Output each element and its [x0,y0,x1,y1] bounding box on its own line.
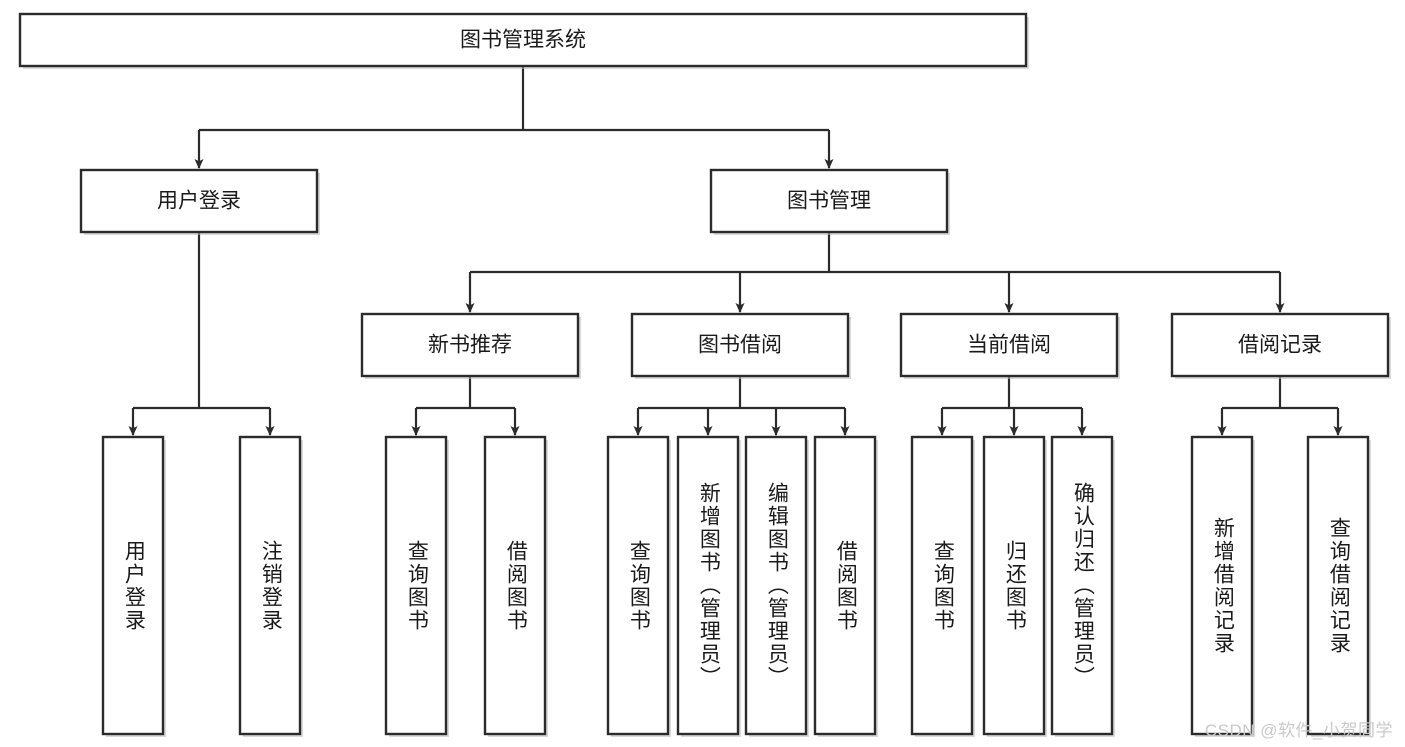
node-box-user-login[interactable] [79,168,319,234]
node-label-new-book-rec: 新书推荐 [428,334,512,357]
node-box-current-borrow[interactable] [899,312,1119,378]
node-label-book-manage: 图书管理 [787,190,871,213]
node-box-leaf-query-book-rec[interactable] [384,435,448,736]
node-label-user-login: 用户登录 [157,190,241,213]
node-box-leaf-return-book[interactable] [982,435,1046,736]
node-box-book-borrow[interactable] [630,312,850,378]
node-box-book-manage[interactable] [709,168,949,234]
box-layer [18,12,1390,736]
node-box-leaf-borrow-book-bor[interactable] [813,435,877,736]
node-box-new-book-rec[interactable] [360,312,580,378]
node-box-leaf-add-record[interactable] [1190,435,1254,736]
node-box-leaf-confirm-return[interactable] [1050,435,1114,736]
watermark-text: CSDN @软件_小贺同学 [1204,721,1393,740]
node-box-root[interactable] [18,12,1028,68]
node-box-leaf-logout[interactable] [238,435,302,736]
node-box-leaf-query-record[interactable] [1306,435,1370,736]
node-label-book-borrow: 图书借阅 [698,334,782,357]
node-box-leaf-query-book-cur[interactable] [910,435,974,736]
node-box-leaf-query-book-bor[interactable] [606,435,670,736]
node-box-leaf-borrow-book-rec[interactable] [483,435,547,736]
node-label-current-borrow: 当前借阅 [967,334,1051,357]
node-box-leaf-edit-book[interactable] [744,435,808,736]
connector-layer [128,66,1343,436]
node-box-borrow-record[interactable] [1170,312,1390,378]
node-label-root: 图书管理系统 [460,29,586,52]
node-box-leaf-user-login[interactable] [101,435,165,736]
node-box-leaf-add-book[interactable] [676,435,740,736]
node-label-borrow-record: 借阅记录 [1238,334,1322,357]
